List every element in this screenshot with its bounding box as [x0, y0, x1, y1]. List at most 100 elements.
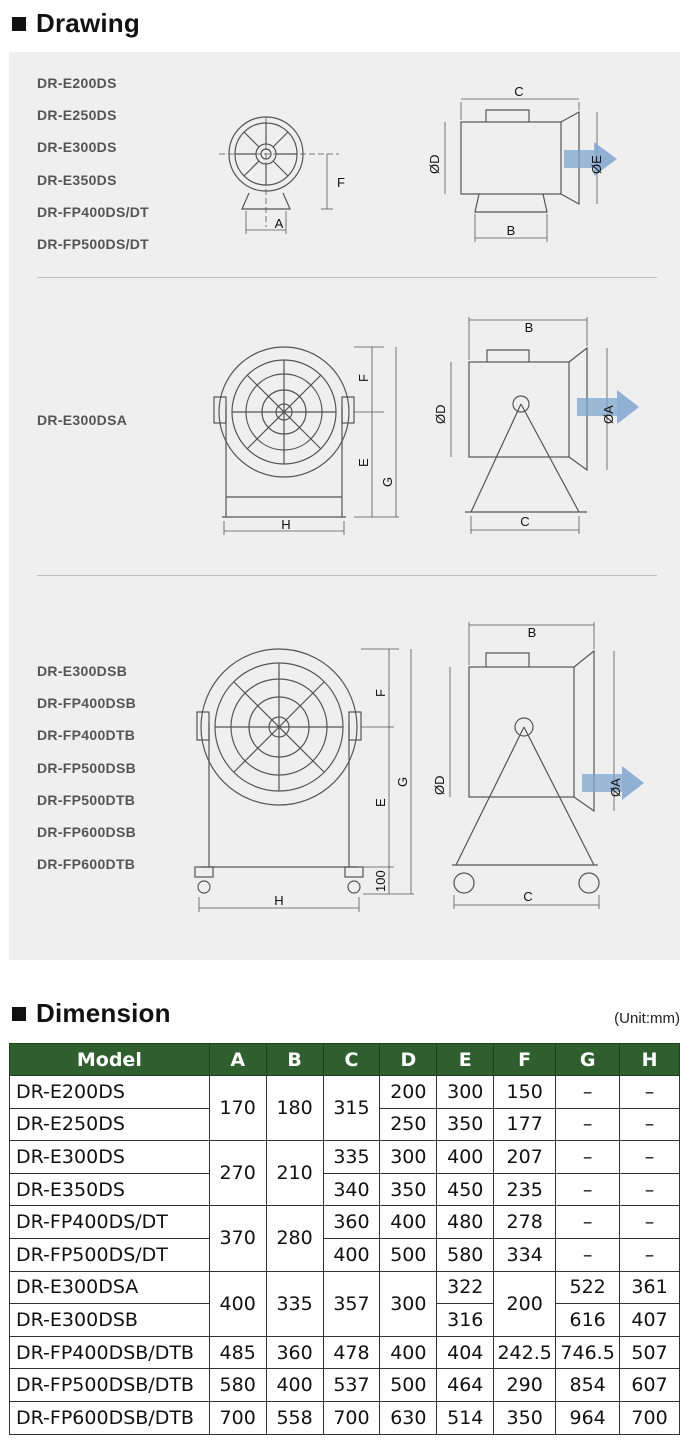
group-divider	[37, 575, 657, 576]
group2-front-view: F G E H	[213, 346, 399, 535]
cell-f: 290	[493, 1368, 557, 1402]
square-bullet-icon	[12, 16, 26, 31]
cell-e: 514	[436, 1400, 495, 1435]
cell-h: –	[619, 1107, 680, 1142]
model-name: DR-FP600DSB	[37, 823, 136, 840]
cell-f: 150	[493, 1075, 557, 1109]
square-bullet-icon	[12, 1006, 26, 1021]
cell-g: 746.5	[555, 1335, 621, 1370]
drawing-section-title: Drawing	[12, 8, 140, 39]
fan-handle	[485, 652, 530, 667]
model-name: DR-FP400DS/DT	[37, 203, 150, 220]
model-cell: DR-E250DS	[9, 1107, 210, 1142]
group1-model-list: DR-E200DS DR-E250DS DR-E300DS DR-E350DS …	[37, 67, 149, 260]
column-header: B	[265, 1043, 324, 1076]
model-cell: DR-E300DSA	[9, 1270, 210, 1305]
fan-stand	[222, 407, 346, 518]
cell-h: 407	[619, 1303, 680, 1337]
cell-e: 480	[436, 1205, 495, 1239]
cell-a: 485	[208, 1335, 267, 1370]
model-name: DR-E300DSB	[37, 663, 128, 679]
model-name: DR-E200DS	[37, 75, 117, 91]
cell-d: 200	[379, 1075, 438, 1109]
dim-label-e: ØE	[589, 155, 604, 174]
table-header-row: Model A B C D E F G H	[9, 1043, 680, 1076]
airflow-arrowhead-icon	[622, 766, 644, 800]
column-header: F	[493, 1043, 557, 1076]
cell-b: 335	[265, 1270, 324, 1337]
cell-g: –	[555, 1107, 621, 1142]
cell-g: 616	[555, 1303, 621, 1337]
cell-c: 537	[322, 1368, 381, 1402]
airflow-arrowhead-icon	[594, 142, 617, 176]
cell-d: 300	[379, 1140, 438, 1174]
cell-h: –	[619, 1172, 680, 1207]
cell-h: 361	[619, 1270, 680, 1305]
cell-b: 180	[265, 1074, 324, 1142]
cell-h: –	[619, 1205, 680, 1239]
dim-label-f: F	[337, 175, 345, 190]
dim-label-a: ØA	[601, 405, 616, 424]
cell-g: 854	[555, 1368, 621, 1402]
model-cell: DR-FP500DSB/DTB	[9, 1368, 210, 1402]
model-cell: DR-E300DS	[9, 1140, 210, 1174]
cell-d: 350	[379, 1172, 438, 1207]
cell-a: 270	[208, 1140, 267, 1207]
dim-label-a: ØA	[608, 778, 623, 797]
cell-d: 500	[379, 1368, 438, 1402]
cell-e: 404	[436, 1335, 495, 1370]
cell-d: 400	[379, 1335, 438, 1370]
group3-model-list: DR-E300DSB DR-FP400DSB DR-FP400DTB DR-FP…	[37, 655, 136, 880]
airflow-arrow-icon	[582, 774, 622, 792]
cell-e: 580	[436, 1237, 495, 1272]
fan-handle	[485, 109, 530, 122]
cell-a: 700	[208, 1400, 267, 1435]
cell-f: 177	[493, 1107, 557, 1142]
model-name: DR-FP400DSB	[37, 695, 136, 712]
cell-f: 207	[493, 1140, 557, 1174]
column-header: D	[379, 1043, 438, 1076]
dim-label-b: B	[525, 320, 534, 335]
column-header: Model	[9, 1043, 210, 1076]
dim-label-e: E	[356, 458, 371, 467]
fan-stand	[465, 403, 587, 513]
cell-g: –	[555, 1172, 621, 1207]
table-row: DR-E350DS 340 350 450 235 – –	[9, 1172, 680, 1207]
cell-b: 280	[265, 1205, 324, 1272]
cell-f: 235	[493, 1172, 557, 1207]
cell-f: 334	[493, 1237, 557, 1272]
cell-g: 522	[555, 1270, 621, 1305]
model-name: DR-E250DS	[37, 107, 117, 124]
cell-c: 357	[322, 1270, 381, 1337]
column-header: A	[208, 1043, 267, 1076]
cell-g: 964	[555, 1400, 621, 1435]
cell-e: 350	[436, 1107, 495, 1142]
caster-wheel-icon	[578, 872, 600, 894]
dimension-section-title: Dimension	[12, 998, 171, 1029]
unit-label: (Unit:mm)	[614, 1010, 680, 1027]
dim-label-b: B	[528, 625, 537, 640]
drawing-panel: DR-E200DS DR-E250DS DR-E300DS DR-E350DS …	[9, 52, 680, 960]
cell-c: 400	[322, 1237, 381, 1272]
airflow-arrowhead-icon	[617, 390, 639, 424]
cell-f: 242.5	[493, 1335, 557, 1370]
dim-label-a: A	[275, 216, 284, 231]
table-row: DR-E300DSA 400 335 357 300 322 200 522 3…	[9, 1270, 680, 1337]
fan-handle	[486, 349, 530, 362]
dimension-table: Model A B C D E F G H DR-E200DS 170 180 …	[9, 1043, 680, 1435]
group1-side-view: C ØD ØE B	[427, 84, 617, 242]
column-header: H	[619, 1043, 680, 1076]
model-cell: DR-E200DS	[9, 1075, 210, 1109]
cell-h: –	[619, 1075, 680, 1109]
model-name: DR-FP600DTB	[37, 856, 136, 873]
cell-e: 300	[436, 1075, 495, 1109]
group2-model-list: DR-E300DSA	[37, 404, 127, 436]
dim-label-f: F	[356, 374, 371, 382]
cell-g: –	[555, 1205, 621, 1239]
dim-label-e: E	[373, 798, 388, 807]
model-name: DR-E300DS	[37, 139, 117, 156]
cell-f: 350	[493, 1400, 557, 1435]
fan-body	[468, 666, 575, 798]
model-name: DR-FP500DSB	[37, 759, 136, 776]
caster-wheel-icon	[347, 880, 361, 894]
